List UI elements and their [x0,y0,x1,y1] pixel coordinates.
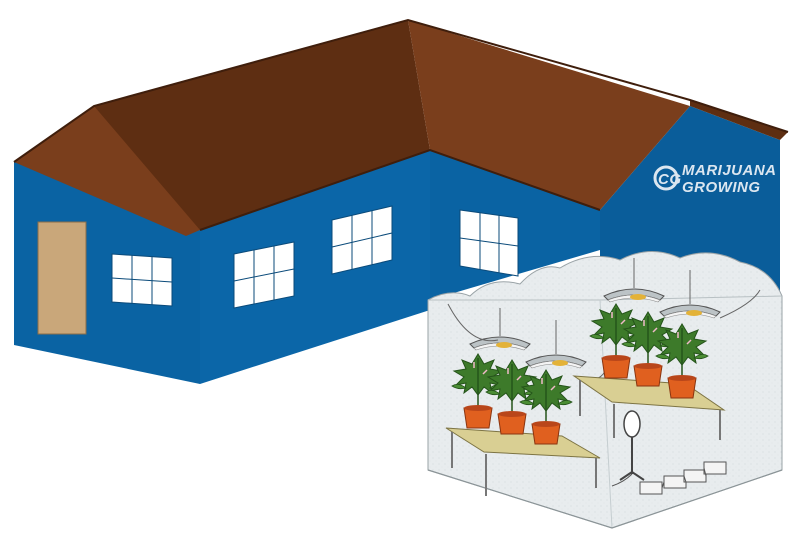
roof-far-right [690,100,788,140]
front-table [445,353,601,496]
grow-light-icon [469,308,531,351]
window [233,241,295,309]
grow-light-icon [659,270,721,319]
back-table [572,303,726,440]
roof-right [408,20,690,210]
grow-light-icon [525,320,587,369]
window [331,205,393,275]
logo-line2: GROWING [682,179,761,196]
window [111,253,173,307]
door [37,221,87,335]
power-strip-icon [639,461,727,495]
roof-left-front [14,106,200,236]
logo-monogram: CG [658,171,682,188]
oscillating-fan-icon [611,410,645,487]
logo-mark-icon [653,165,679,191]
brand-logo: CG MARIJUANA GROWING [653,162,777,196]
window [459,209,519,277]
logo-line1: MARIJUANA [682,162,777,179]
grow-light-icon [603,258,665,303]
front-wall [200,150,430,384]
